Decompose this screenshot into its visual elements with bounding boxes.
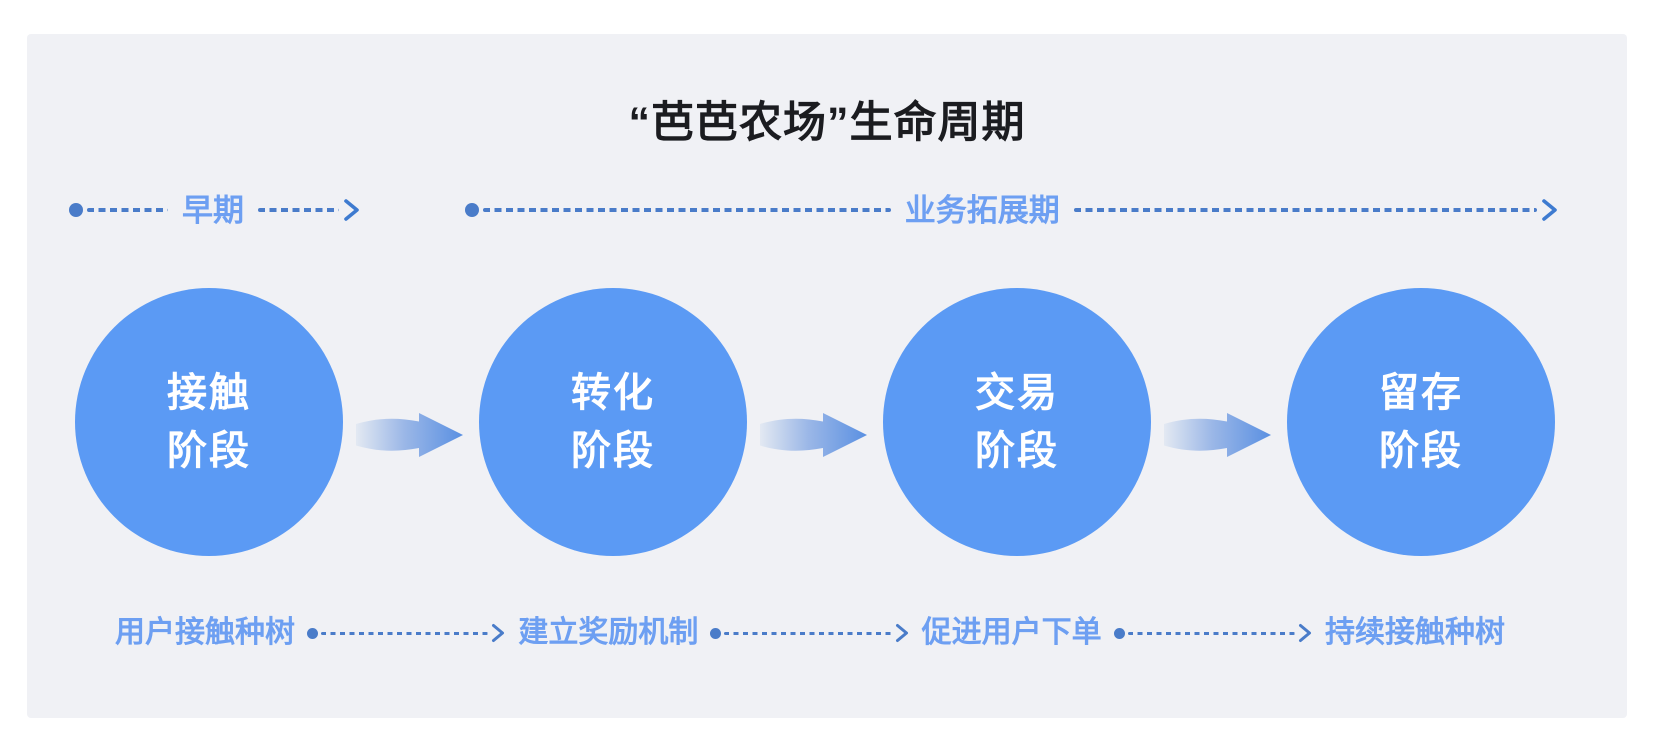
flow-arrow-slot — [343, 411, 479, 459]
dashed-line — [1073, 208, 1537, 212]
stage-label-line2: 阶段 — [1379, 429, 1463, 473]
connector-dot — [307, 627, 318, 639]
arrow-right-icon — [344, 199, 359, 221]
gradient-flow-arrow-icon — [1164, 413, 1271, 457]
timeline-expansion-label: 业务拓展期 — [904, 192, 1060, 228]
timeline-early-phase: 早期 — [69, 193, 361, 227]
stage-label-line2: 阶段 — [167, 429, 251, 473]
lifecycle-panel: “芭芭农场”生命周期 早期 业务拓展期 接触 阶段 — [27, 34, 1627, 718]
stage-row: 接触 阶段 转化 阶段 — [75, 288, 1559, 556]
stage-label-line2: 阶段 — [975, 429, 1059, 473]
gradient-flow-arrow-icon — [760, 413, 867, 457]
connector-dot — [1113, 627, 1125, 639]
timeline-start-dot — [69, 203, 83, 217]
gradient-flow-arrow-icon — [356, 413, 463, 457]
arrow-right-icon — [492, 624, 505, 642]
stage-label-line1: 转化 — [571, 371, 655, 415]
dashed-arrow-connector — [1113, 623, 1313, 643]
flow-arrow-slot — [747, 411, 883, 459]
dashed-arrow-connector — [710, 623, 909, 643]
dashed-line — [1127, 631, 1295, 635]
stage-circle-retention: 留存 阶段 — [1287, 288, 1555, 556]
dashed-line — [258, 208, 339, 212]
timeline-expansion-phase: 业务拓展期 — [465, 193, 1559, 227]
timeline-early-label: 早期 — [182, 192, 244, 228]
action-row: 用户接触种树 建立奖励机制 促进用户下单 持续接触种树 — [115, 610, 1505, 656]
timeline-start-dot — [465, 203, 479, 217]
arrow-right-icon — [1542, 199, 1557, 221]
stage-circle-contact: 接触 阶段 — [75, 288, 343, 556]
action-label-retention: 持续接触种树 — [1324, 616, 1505, 649]
diagram-title: “芭芭农场”生命周期 — [628, 99, 1026, 147]
dashed-line — [483, 208, 891, 212]
dashed-arrow-connector — [307, 623, 506, 643]
stage-label-line1: 交易 — [975, 371, 1059, 415]
arrow-right-icon — [1298, 624, 1311, 642]
dashed-line — [321, 631, 489, 635]
arrow-right-icon — [895, 624, 908, 642]
dashed-line — [87, 208, 168, 212]
action-label-conversion: 建立奖励机制 — [518, 616, 699, 649]
stage-label-line1: 接触 — [167, 371, 251, 415]
dashed-line — [724, 631, 892, 635]
action-label-transaction: 促进用户下单 — [921, 616, 1102, 649]
stage-circle-transaction: 交易 阶段 — [883, 288, 1151, 556]
connector-dot — [710, 627, 722, 639]
stage-label-line1: 留存 — [1379, 371, 1463, 415]
action-label-contact: 用户接触种树 — [115, 616, 295, 649]
stage-circle-conversion: 转化 阶段 — [479, 288, 747, 556]
stage-label-line2: 阶段 — [571, 429, 655, 473]
flow-arrow-slot — [1151, 411, 1287, 459]
